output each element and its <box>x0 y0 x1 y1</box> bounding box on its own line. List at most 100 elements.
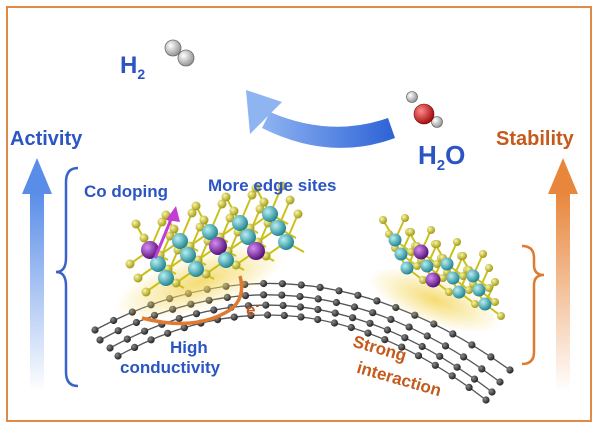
carbon-atom <box>330 319 339 327</box>
sulfur-atom <box>199 215 209 225</box>
sulfur-atom <box>433 260 441 268</box>
carbon-atom <box>114 327 122 335</box>
sulfur-atom <box>139 233 149 243</box>
co-doping-label: Co doping <box>84 182 169 201</box>
sulfur-atom <box>485 284 493 292</box>
carbon-atom <box>369 309 377 317</box>
carbon-atom <box>347 323 355 332</box>
carbon-atom <box>423 332 431 340</box>
sulfur-atom <box>285 195 295 205</box>
metal-atom <box>240 229 256 245</box>
sulfur-atom <box>157 217 167 227</box>
carbon-atom <box>418 342 426 351</box>
sulfur-atom <box>419 276 427 284</box>
carbon-atom <box>123 335 131 343</box>
left-interface-glow <box>113 243 287 321</box>
carbon-atom <box>373 297 381 305</box>
h2-label: H2 <box>120 52 146 82</box>
high-label: High <box>170 338 208 357</box>
carbon-atom <box>141 327 149 335</box>
stability-arrow <box>548 158 578 392</box>
carbon-atom <box>244 302 252 310</box>
sulfur-atom <box>479 250 487 258</box>
sulfur-atom <box>191 201 201 211</box>
carbon-atom <box>210 306 218 314</box>
sulfur-atom <box>247 190 257 200</box>
metal-atom <box>394 247 408 261</box>
carbon-atom <box>180 324 188 332</box>
metal-atom <box>388 233 402 247</box>
sulfur-atom <box>125 259 135 269</box>
metal-atom <box>420 259 434 273</box>
sulfur-atom <box>445 288 453 296</box>
carbon-atom <box>496 378 504 386</box>
carbon-atom <box>91 326 99 334</box>
metal-atom <box>446 271 460 285</box>
carbon-atom <box>230 313 238 321</box>
cobalt-atom <box>413 244 429 260</box>
metal-atom <box>452 285 466 299</box>
cobalt-atom <box>247 242 265 260</box>
sulfur-atom <box>277 181 287 191</box>
sulfur-atom <box>407 248 415 256</box>
carbon-atom <box>366 319 374 327</box>
carbon-atom <box>383 326 391 334</box>
edge-sites-label: More edge sites <box>208 176 337 195</box>
metal-atom <box>150 256 166 272</box>
sulfur-atom <box>427 226 435 234</box>
sulfur-atom <box>407 228 415 236</box>
carbon-atom <box>354 291 362 299</box>
sulfur-atom <box>471 300 479 308</box>
metal-atom <box>472 283 486 297</box>
sulfur-atom <box>491 298 499 306</box>
carbon-atom <box>453 363 461 371</box>
carbon-atom <box>465 383 473 391</box>
sulfur-atom <box>165 231 175 241</box>
sulfur-atom <box>401 214 409 222</box>
carbon-atom <box>398 343 406 351</box>
sulfur-atom <box>485 264 493 272</box>
carbon-atom <box>414 352 423 360</box>
sulfur-atom <box>201 269 211 279</box>
sulfur-atom <box>459 252 467 260</box>
carbon-atom <box>96 336 104 344</box>
carbon-atom <box>278 280 286 288</box>
carbon-atom <box>449 330 457 338</box>
carbon-atom <box>297 281 305 289</box>
carbon-atom <box>487 353 495 361</box>
sulfur-atom <box>225 213 235 223</box>
metal-atom <box>218 252 234 268</box>
carbon-atom <box>314 305 322 314</box>
h2o-label: H2O <box>418 140 466 175</box>
carbon-atom <box>164 329 172 337</box>
carbon-atom <box>441 342 450 350</box>
carbon-atom <box>332 298 340 307</box>
sulfur-atom <box>229 206 239 216</box>
carbon-atom <box>260 291 268 299</box>
metal-atom <box>278 234 294 250</box>
sulfur-atom <box>221 192 231 202</box>
carbon-atom <box>114 352 122 360</box>
carbon-atom <box>506 366 514 374</box>
carbon-atom <box>280 311 288 320</box>
h2-molecule <box>164 39 195 67</box>
sulfur-atom <box>141 287 151 297</box>
sulfur-atom <box>217 199 227 209</box>
carbon-atom <box>349 314 357 322</box>
sulfur-atom <box>131 219 141 229</box>
right-brace <box>521 244 545 366</box>
metal-atom <box>270 220 286 236</box>
metal-atom <box>262 206 278 222</box>
carbon-atom <box>470 375 479 383</box>
carbon-atom <box>132 318 140 327</box>
electron-arrow <box>141 275 244 326</box>
sulfur-atom <box>293 209 303 219</box>
co-doping-pointer <box>153 206 180 259</box>
layer-atoms <box>125 181 505 320</box>
carbon-atom <box>364 329 372 337</box>
cobalt-atom <box>141 241 159 259</box>
carbon-atom <box>297 313 305 321</box>
sulfur-atom <box>195 222 205 232</box>
sulfur-atom <box>433 240 441 248</box>
carbon-atom <box>247 311 255 320</box>
